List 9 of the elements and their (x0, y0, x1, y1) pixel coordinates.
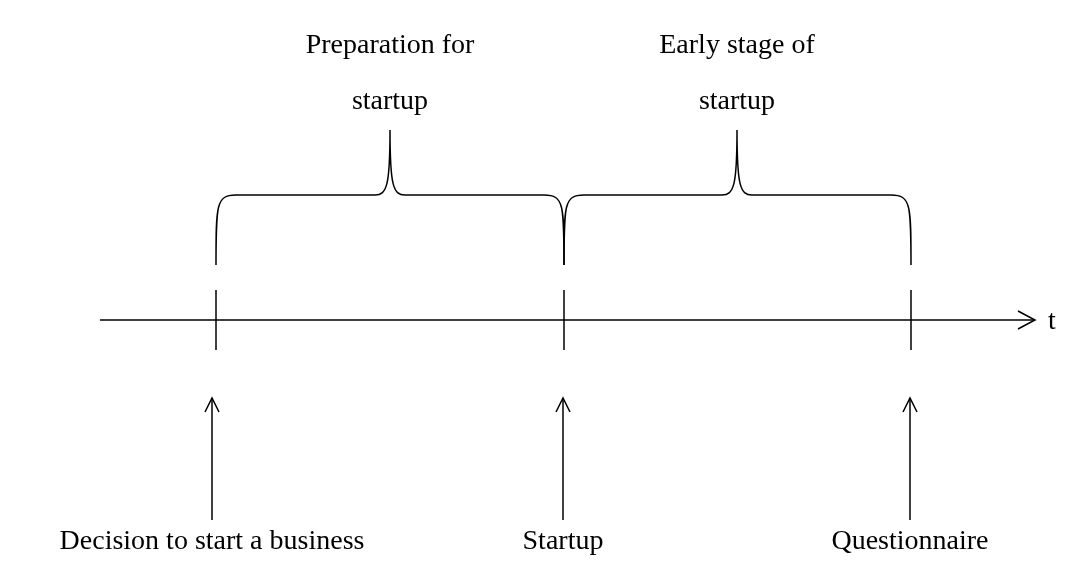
arrow (204, 397, 220, 521)
phase-label: Preparation for startup (305, 27, 475, 117)
event-label: Decision to start a business (59, 524, 365, 556)
axis-label: t (1047, 304, 1057, 336)
event-label: Startup (522, 524, 604, 556)
event-label: Questionnaire (831, 524, 989, 556)
arrow (555, 397, 571, 521)
phase-label: Early stage of startup (658, 27, 816, 117)
arrow (902, 397, 918, 521)
